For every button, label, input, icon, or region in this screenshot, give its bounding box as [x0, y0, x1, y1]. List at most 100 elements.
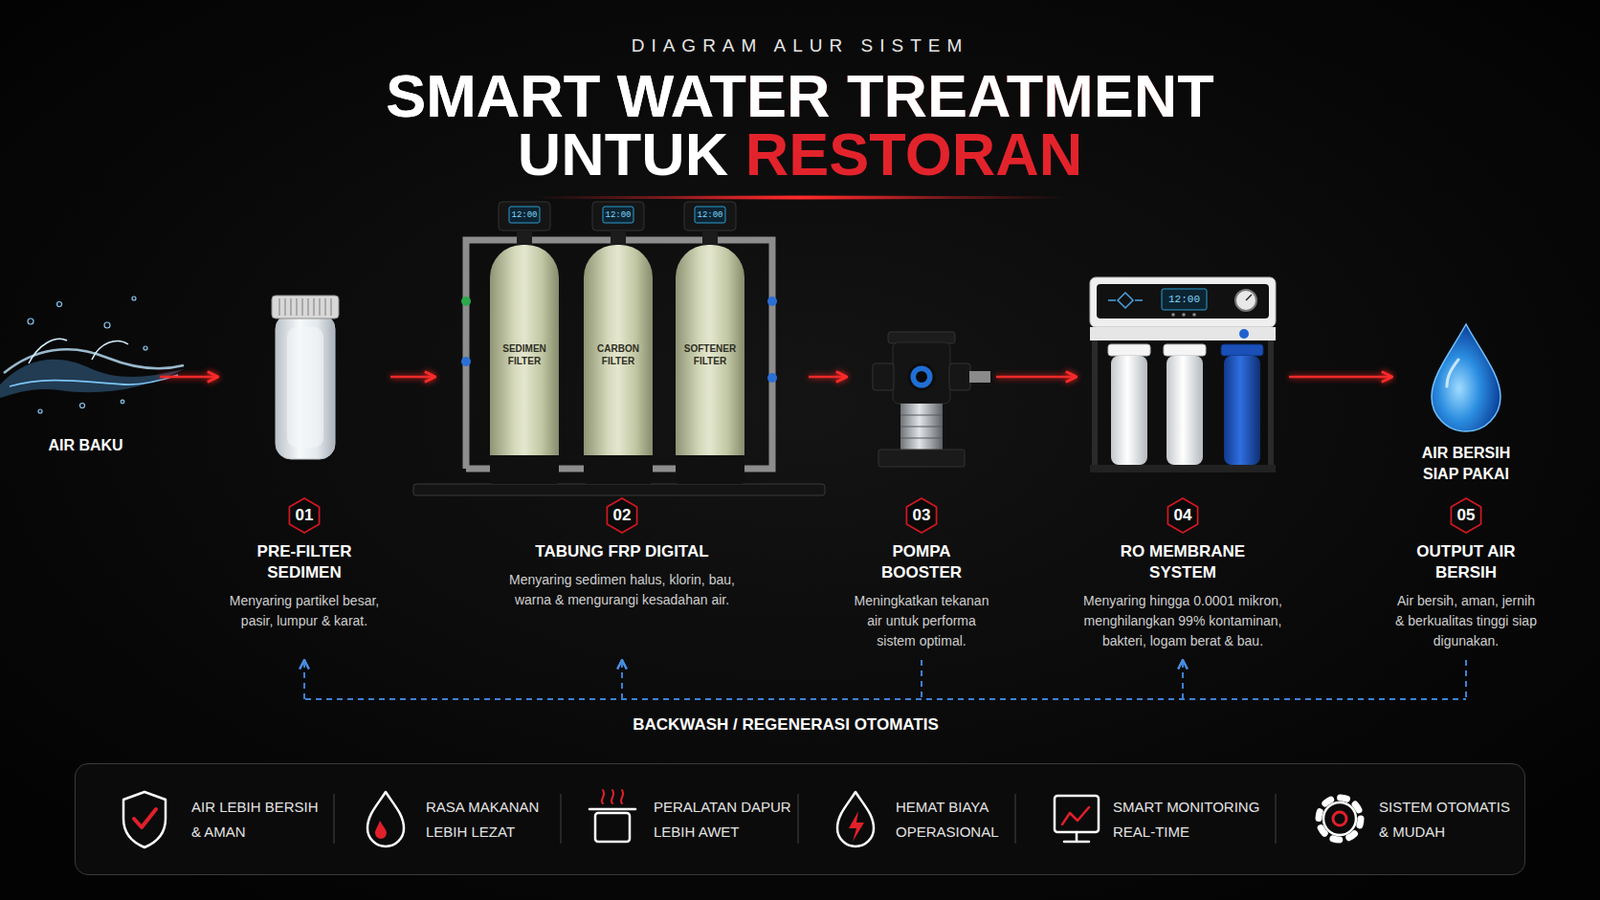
ro-unit: [1096, 284, 1269, 319]
step-description: Air bersih, aman, jernih & berkualitas t…: [1392, 591, 1540, 652]
stage-node: 01PRE-FILTER SEDIMENMenyaring partikel b…: [218, 287, 391, 661]
step-number: 01: [286, 497, 323, 534]
booster-pump: [915, 371, 928, 383]
benefit-panel-ground: [333, 794, 1276, 845]
benefit-icons: [848, 811, 865, 843]
benefit-icons: [589, 808, 636, 812]
frp-frame: [684, 201, 736, 231]
flow-line: [808, 376, 847, 378]
benefit-icons: [1054, 796, 1099, 833]
benefit-text: SISTEM OTOMATIS & MUDAH: [1378, 795, 1518, 845]
ro-unit: [1245, 294, 1252, 301]
backwash-segment: [920, 660, 923, 700]
flow-arrow: [390, 377, 436, 378]
frp-frame: [592, 201, 645, 231]
backwash-line: [921, 660, 1183, 700]
stage-caption: AIR BAKU: [11, 435, 160, 457]
step-number: 04: [1164, 497, 1201, 534]
benefit-text: RASA MAKANAN LEBIH LEZAT: [425, 795, 560, 845]
backwash-line: [1182, 660, 1467, 700]
prefilter-housing: [271, 295, 339, 319]
frp-frame: [602, 206, 634, 223]
booster-pump: [949, 363, 971, 391]
step-number: 05: [1447, 497, 1485, 534]
stage-node: 03POMPA BOOSTERMeningkatkan tekanan air …: [846, 325, 997, 661]
ro-unit: [1108, 344, 1151, 356]
benefit-icons: [375, 821, 387, 840]
benefit-text: AIR LEBIH BERSIH & AMAN: [191, 795, 326, 845]
ro-unit: [1221, 344, 1264, 356]
prefilter-housing: [271, 295, 339, 460]
backwash-segment: [920, 660, 923, 700]
diagram-title: SMART WATER TREATMENT UNTUK RESTORAN: [340, 66, 1260, 184]
flow-line: [1288, 376, 1393, 378]
booster-pump: [878, 449, 965, 467]
backwash-line: [622, 660, 922, 700]
water-splash: [0, 296, 184, 414]
booster-pump: [900, 415, 943, 439]
water-splash: [28, 338, 67, 364]
benefit-icons: [123, 790, 1361, 848]
benefit-icons: [601, 790, 623, 804]
benefit-icons: [837, 792, 874, 847]
water-splash: [132, 296, 136, 301]
backwash-segment: [303, 660, 306, 700]
benefit-icons: [367, 792, 404, 847]
flow-arrow: [1288, 377, 1393, 378]
prefilter-housing: [279, 298, 332, 316]
step-title: OUTPUT AIR BERSIH: [1392, 541, 1540, 584]
frp-frame: [413, 201, 825, 496]
stage-node: 02TABUNG FRP DIGITALMenyaring sedimen ha…: [435, 196, 809, 661]
water-splash: [9, 375, 178, 387]
ro-unit: [1267, 336, 1274, 471]
backwash-segment: [303, 660, 306, 700]
frp-frame: [516, 230, 533, 245]
benefit-icons: [1323, 802, 1356, 836]
booster-pump: [900, 403, 943, 450]
frp-tank: SEDIMEN FILTER: [489, 244, 559, 485]
booster-pump: [872, 332, 991, 467]
stage-caption: AIR BERSIH SIAP PAKAI: [1408, 443, 1524, 486]
stage-node: 04RO MEMBRANE SYSTEMMenyaring hingga 0.0…: [1076, 272, 1289, 661]
ro-unit: [1181, 312, 1186, 317]
booster-pump: [969, 371, 991, 383]
backwash-segment: [1465, 660, 1467, 700]
water-splash: [91, 341, 129, 360]
step-title: POMPA BOOSTER: [859, 541, 984, 584]
header-label: DIAGRAM ALUR SISTEM: [512, 34, 1088, 58]
backwash-segment: [1182, 698, 1467, 701]
backwash-segment: [1465, 660, 1467, 700]
booster-pump: [892, 342, 951, 404]
ro-unit: [1089, 465, 1276, 473]
backwash-line: [622, 660, 1467, 700]
tank-label: SOFTENER FILTER: [675, 342, 745, 368]
backwash-segment: [1465, 660, 1467, 700]
backwash-segment: [920, 660, 923, 700]
step-title: PRE-FILTER SEDIMEN: [232, 541, 377, 584]
ro-unit: [1235, 289, 1257, 312]
water-drop: [1431, 324, 1501, 432]
frp-frame: [413, 484, 825, 496]
ro-unit: [1161, 288, 1207, 311]
tank-label: SEDIMEN FILTER: [489, 342, 559, 368]
step-number: 03: [903, 497, 940, 534]
frp-frame: [702, 230, 718, 245]
frp-tank: CARBON FILTER: [583, 244, 653, 485]
benefit-icons: [1333, 812, 1347, 826]
tank-label: CARBON FILTER: [583, 342, 653, 368]
backwash-segment: [621, 660, 623, 700]
water-splash: [57, 302, 63, 308]
title-underline: [535, 196, 1065, 200]
backwash-segment: [1181, 660, 1184, 700]
booster-pump: [888, 332, 956, 344]
frp-frame: [498, 201, 551, 231]
display-readout: 12:00: [602, 208, 634, 223]
display-readout: 12:00: [694, 208, 726, 223]
flow-arrow: [996, 377, 1077, 378]
backwash-label: BACKWASH / REGENERASI OTOMATIS: [594, 714, 978, 736]
ro-unit: [1239, 329, 1249, 339]
benefit-icons: [1062, 807, 1089, 825]
stage-node: AIR BERSIH SIAP PAKAI 05OUTPUT AIR BERSIH…: [1392, 315, 1540, 661]
